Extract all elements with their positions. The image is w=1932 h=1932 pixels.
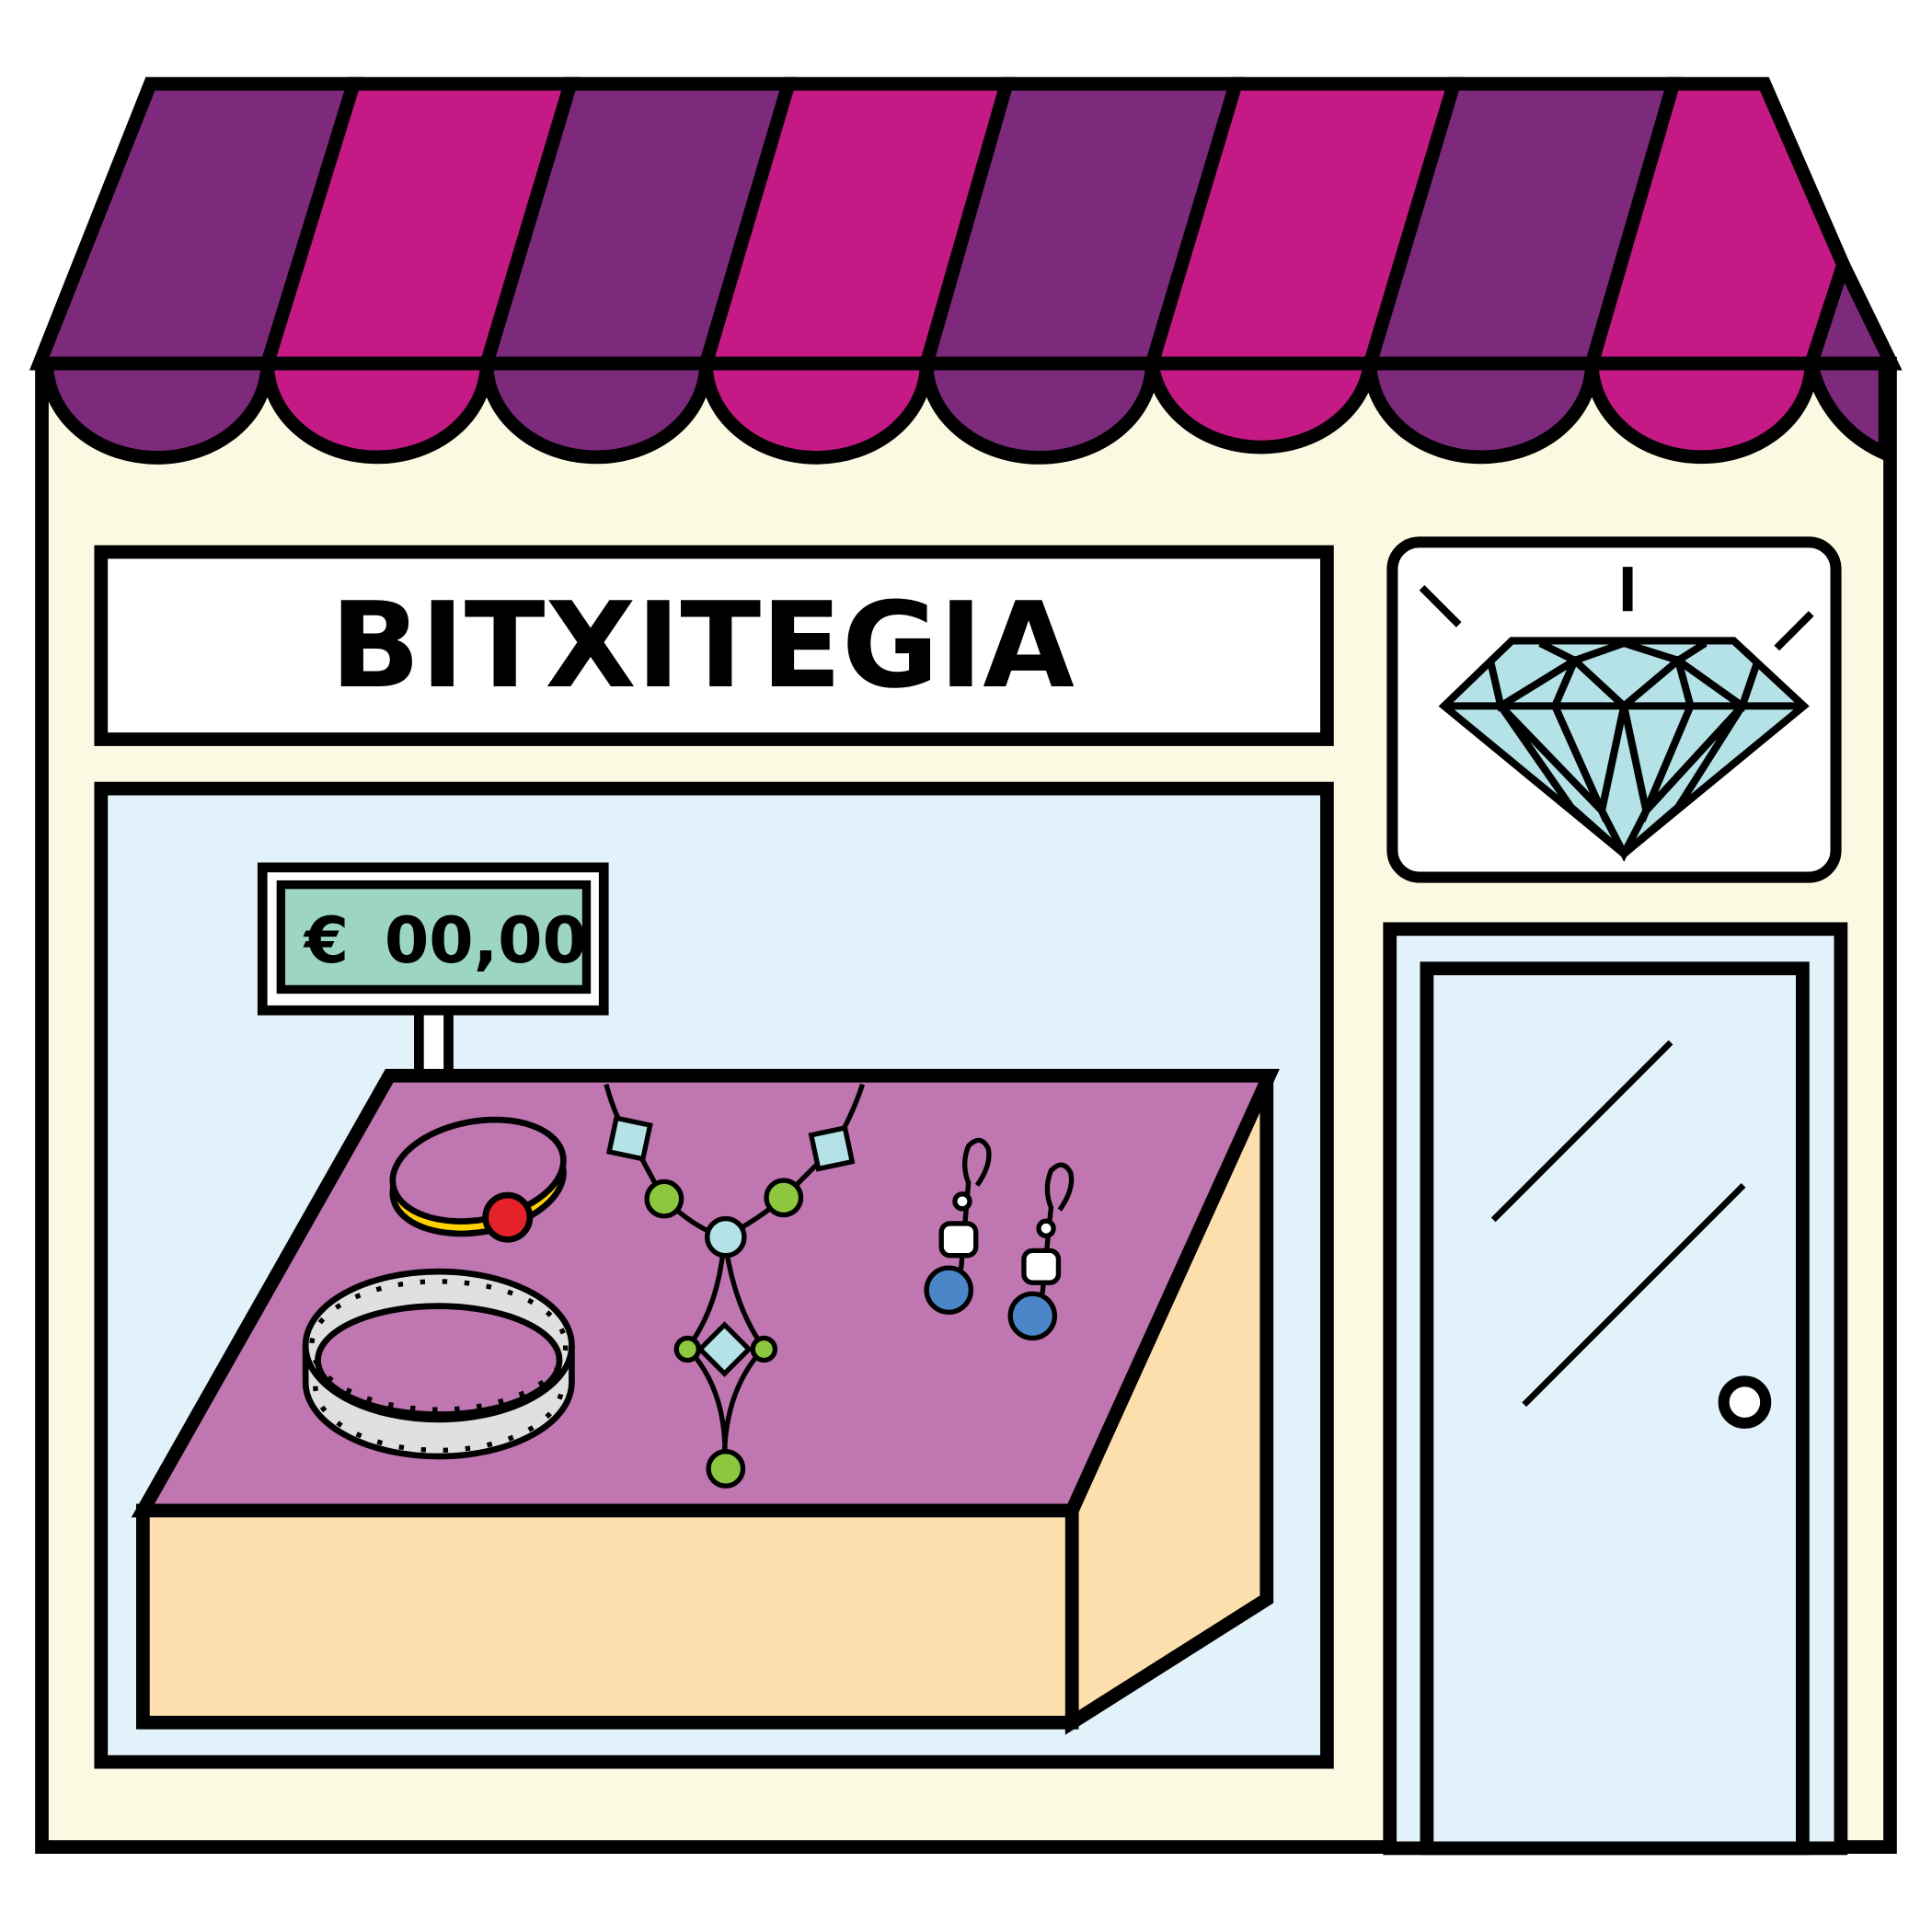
necklace	[604, 1083, 866, 1489]
shop-door[interactable]	[1383, 922, 1848, 1856]
bracelet	[302, 1268, 575, 1460]
shop-sign-text: BITXITEGIA	[330, 578, 1075, 715]
shop-sign: BITXITEGIA	[94, 545, 1334, 746]
price-amount: 00,00	[385, 903, 587, 978]
price-currency: €	[303, 903, 349, 978]
diamond-sign	[1386, 536, 1842, 883]
ring	[389, 1116, 567, 1243]
ring-gem	[482, 1191, 534, 1243]
earrings	[924, 1137, 1075, 1341]
door-handle[interactable]	[1718, 1375, 1772, 1429]
price-tag: € 00,00	[257, 862, 609, 1082]
awning	[29, 76, 1903, 465]
diamond-icon	[1419, 567, 1814, 862]
